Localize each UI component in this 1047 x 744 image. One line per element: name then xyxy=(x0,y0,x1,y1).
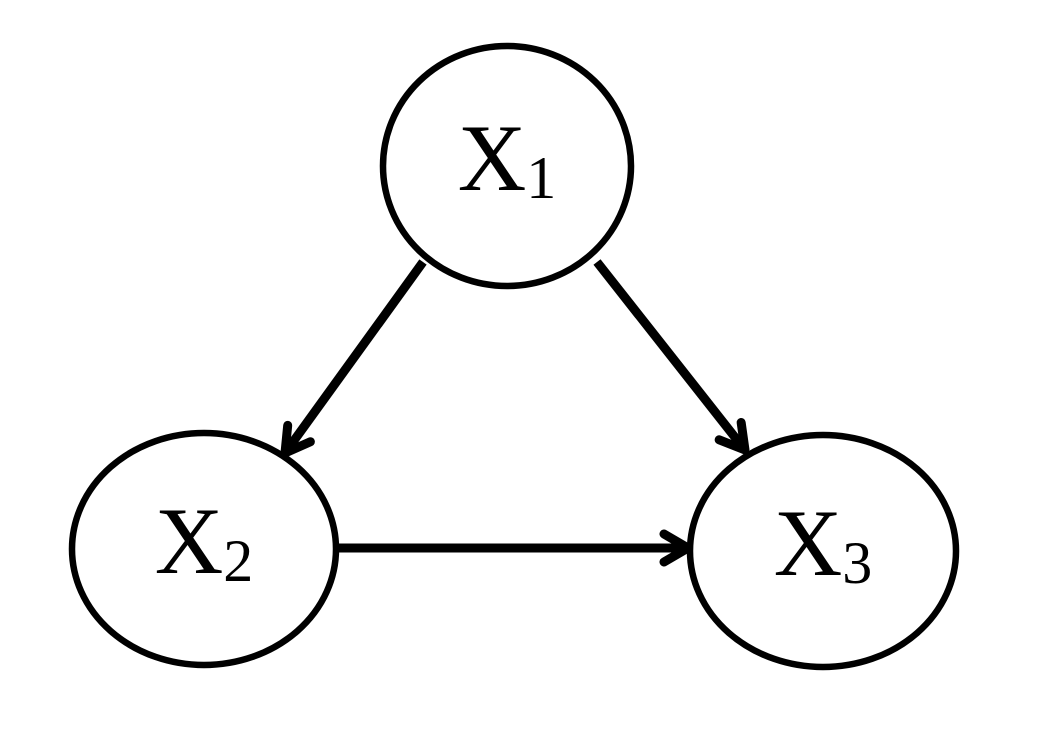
node-label-subscript: 3 xyxy=(842,530,872,596)
node-label-subscript: 1 xyxy=(526,145,556,211)
node-circle xyxy=(379,42,635,290)
node-label-main: X xyxy=(774,490,843,596)
edge-x1-x3 xyxy=(593,259,750,455)
arrow-line xyxy=(593,259,750,455)
node-label-main: X xyxy=(458,105,527,211)
node-label-subscript: 2 xyxy=(223,528,253,594)
node-x2: X2 xyxy=(68,429,340,669)
node-label: X2 xyxy=(155,488,254,594)
node-x3: X3 xyxy=(686,431,960,671)
node-x1: X1 xyxy=(379,42,635,290)
node-circle xyxy=(68,429,340,669)
node-label: X3 xyxy=(774,490,873,596)
node-label-main: X xyxy=(155,488,224,594)
arrow-line xyxy=(280,259,427,458)
edge-x1-x2 xyxy=(280,259,427,458)
node-circle xyxy=(686,431,960,671)
node-label: X1 xyxy=(458,105,557,211)
